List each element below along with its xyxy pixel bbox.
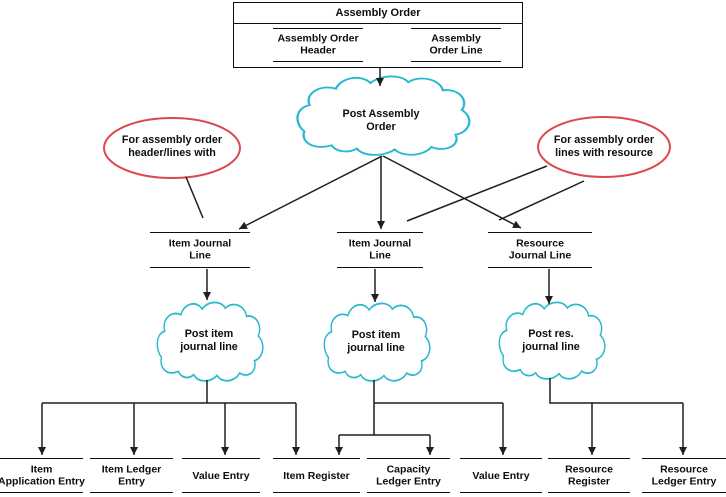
annotation-right-label: For assembly order lines with resource — [553, 133, 655, 159]
value-entry-1-entity: Value Entry — [182, 458, 260, 493]
bus-post-item-1-outputs — [42, 380, 296, 404]
assembly-order-header-label: Assembly Order Header — [277, 32, 359, 57]
assembly-order-title: Assembly Order — [234, 3, 522, 24]
item-ledger-entry-label: Item Ledger Entry — [101, 463, 162, 488]
annotation-right-ellipse-shape — [537, 116, 671, 178]
pointer-right-annotation-to-item-journal-2 — [406, 165, 548, 222]
item-journal-line-1-entity: Item Journal Line — [150, 232, 250, 268]
assembly-order-header-entity: Assembly Order Header — [273, 28, 363, 62]
resource-journal-line-label: Resource Journal Line — [508, 237, 572, 262]
item-journal-line-2-entity: Item Journal Line — [337, 232, 423, 268]
pointer-left-annotation-to-item-journal-1 — [185, 176, 204, 219]
item-register-entity: Item Register — [273, 458, 360, 493]
item-journal-line-2-label: Item Journal Line — [348, 237, 412, 262]
assembly-order-line-entity: Assembly Order Line — [411, 28, 501, 62]
post-item-journal-2-cloud-label: Post item journal line — [347, 328, 405, 354]
assembly-order-box: Assembly Order Assembly Order Header Ass… — [233, 2, 523, 68]
assembly-order-line-label: Assembly Order Line — [429, 32, 483, 57]
value-entry-1-label: Value Entry — [192, 469, 250, 482]
resource-ledger-entry-entity: Resource Ledger Entry — [642, 458, 726, 493]
value-entry-2-label: Value Entry — [472, 469, 530, 482]
capacity-ledger-entry-entity: Capacity Ledger Entry — [367, 458, 450, 493]
resource-ledger-entry-label: Resource Ledger Entry — [651, 463, 717, 488]
item-ledger-entry-entity: Item Ledger Entry — [90, 458, 173, 493]
post-item-journal-1-cloud-label: Post item journal line — [180, 327, 238, 353]
pointer-right-annotation-to-resource-journal — [498, 180, 585, 221]
arrow-post-cloud-to-item-journal-1 — [238, 155, 383, 230]
value-entry-2-entity: Value Entry — [460, 458, 542, 493]
resource-register-label: Resource Register — [565, 463, 613, 488]
arrow-post-cloud-to-resource-journal — [382, 155, 522, 229]
item-register-label: Item Register — [283, 469, 350, 482]
bus-post-item-2-outputs — [339, 380, 503, 436]
item-journal-line-1-label: Item Journal Line — [168, 237, 232, 262]
item-application-entry-entity: Item Application Entry — [0, 458, 85, 493]
annotation-left-ellipse-shape — [103, 117, 241, 179]
bus-post-resource-outputs — [549, 378, 683, 404]
item-application-entry-label: Item Application Entry — [0, 463, 85, 488]
annotation-left-label: For assembly order header/lines with — [121, 133, 223, 159]
capacity-ledger-entry-label: Capacity Ledger Entry — [376, 463, 441, 488]
post-assembly-order-cloud-label: Post Assembly Order — [342, 107, 420, 133]
resource-journal-line-entity: Resource Journal Line — [488, 232, 592, 268]
resource-register-entity: Resource Register — [548, 458, 630, 493]
post-resource-journal-cloud-label: Post res. journal line — [522, 327, 580, 353]
